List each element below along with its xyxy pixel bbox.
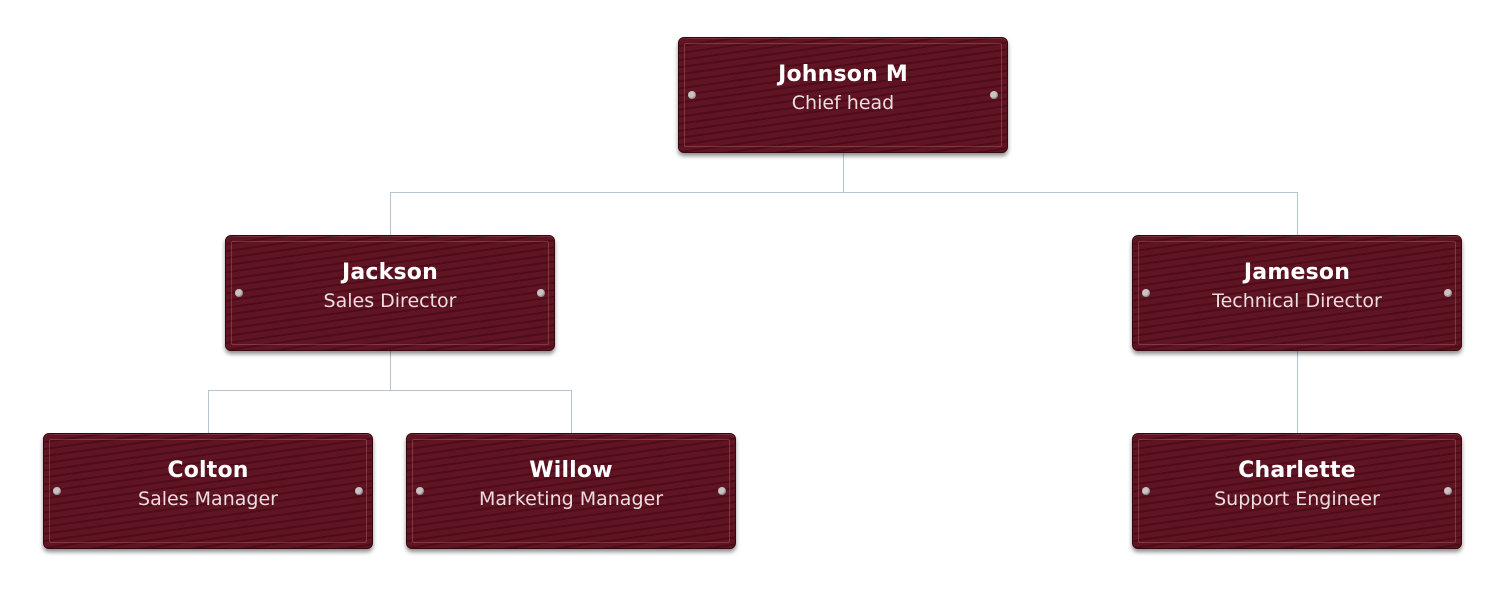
node-name: Willow bbox=[529, 458, 613, 483]
node-title: Chief head bbox=[791, 92, 895, 114]
node-name: Colton bbox=[167, 458, 249, 483]
screw-icon bbox=[355, 487, 363, 495]
org-node-johnson[interactable]: Johnson M Chief head bbox=[678, 37, 1008, 153]
screw-icon bbox=[990, 91, 998, 99]
node-name: Charlette bbox=[1238, 458, 1356, 483]
org-node-jameson[interactable]: Jameson Technical Director bbox=[1132, 235, 1462, 351]
screw-icon bbox=[718, 487, 726, 495]
node-name: Jackson bbox=[342, 260, 438, 285]
screw-icon bbox=[53, 487, 61, 495]
node-inner-border bbox=[231, 241, 549, 345]
connector-line bbox=[390, 192, 391, 236]
node-title: Marketing Manager bbox=[478, 488, 664, 510]
node-title: Support Engineer bbox=[1214, 488, 1380, 510]
node-inner-border bbox=[412, 439, 730, 543]
screw-icon bbox=[235, 289, 243, 297]
connector-line bbox=[390, 192, 1298, 193]
node-inner-border bbox=[49, 439, 367, 543]
screw-icon bbox=[1142, 289, 1150, 297]
node-title: Sales Director bbox=[323, 290, 457, 312]
org-node-charlette[interactable]: Charlette Support Engineer bbox=[1132, 433, 1462, 549]
screw-icon bbox=[416, 487, 424, 495]
node-inner-border bbox=[1138, 439, 1456, 543]
screw-icon bbox=[1444, 289, 1452, 297]
connector-line bbox=[1297, 192, 1298, 236]
screw-icon bbox=[688, 91, 696, 99]
node-title: Technical Director bbox=[1212, 290, 1382, 312]
node-name: Johnson M bbox=[778, 62, 908, 87]
connector-line bbox=[843, 153, 844, 193]
org-node-colton[interactable]: Colton Sales Manager bbox=[43, 433, 373, 549]
node-inner-border bbox=[684, 43, 1002, 147]
connector-line bbox=[208, 390, 572, 391]
connector-line bbox=[390, 351, 391, 391]
connector-line bbox=[571, 390, 572, 434]
connector-line bbox=[208, 390, 209, 434]
node-inner-border bbox=[1138, 241, 1456, 345]
org-node-willow[interactable]: Willow Marketing Manager bbox=[406, 433, 736, 549]
node-title: Sales Manager bbox=[138, 488, 278, 510]
screw-icon bbox=[537, 289, 545, 297]
node-name: Jameson bbox=[1243, 260, 1351, 285]
connector-line bbox=[1297, 351, 1298, 434]
screw-icon bbox=[1444, 487, 1452, 495]
screw-icon bbox=[1142, 487, 1150, 495]
org-node-jackson[interactable]: Jackson Sales Director bbox=[225, 235, 555, 351]
